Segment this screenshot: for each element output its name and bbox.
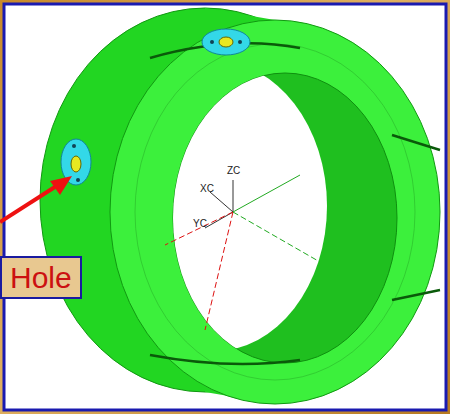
coordinate-axes — [165, 175, 320, 330]
pointer-arrow — [0, 176, 72, 222]
hole-pad — [61, 29, 250, 185]
axis-label: XC — [200, 183, 214, 194]
split-lines — [150, 43, 440, 364]
axis-label: YC — [193, 218, 207, 229]
axis-label: ZC — [227, 165, 240, 176]
callout-text: Hole — [10, 261, 80, 296]
frame — [4, 4, 446, 410]
callout-box: Hole — [0, 256, 82, 299]
ring-body — [40, 8, 440, 404]
